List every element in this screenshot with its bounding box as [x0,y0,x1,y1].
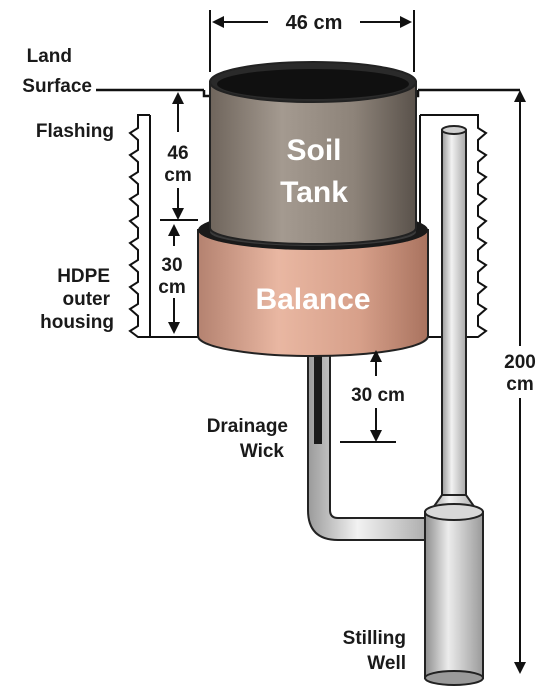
hdpe-label-line1: HDPE [57,266,110,287]
balance-label: Balance [255,283,370,316]
housing-right-wall [420,114,488,338]
total-depth-dimension [514,90,526,674]
drainage-wick [314,352,322,444]
soil-label: Soil [286,134,341,167]
wick-depth-label: 30 cm [351,385,405,406]
soil-depth-value: 46 [167,143,188,164]
flashing-label: Flashing [36,121,114,142]
balance-depth-dimension [168,224,180,334]
land-surface-line [96,88,520,98]
total-depth-unit: cm [506,374,533,395]
drainage-pipe [307,351,433,541]
width-dimension [209,10,415,72]
stilling-well [424,503,484,686]
tank-label: Tank [280,176,348,209]
width-label: 46 cm [286,12,343,34]
land-label: Land [27,46,72,67]
soil-depth-unit: cm [164,165,191,186]
hdpe-label-line2: outer [63,289,111,310]
soil-depth-dimension [160,92,198,221]
stilling-well-tube [428,125,480,513]
drainage-label: Drainage [207,416,288,437]
balance-depth-value: 30 [161,255,182,276]
well-label: Well [367,653,406,674]
stilling-label: Stilling [343,628,406,649]
hdpe-label-line3: housing [40,312,114,333]
wick-depth-dimension [340,350,396,443]
surface-label: Surface [22,76,92,97]
wick-label: Wick [240,441,285,462]
housing-left-wall [128,114,200,338]
soil-tank-cylinder [209,61,417,245]
hdpe-outer-housing [128,114,488,338]
balance-depth-unit: cm [158,277,185,298]
total-depth-value: 200 [504,352,536,373]
